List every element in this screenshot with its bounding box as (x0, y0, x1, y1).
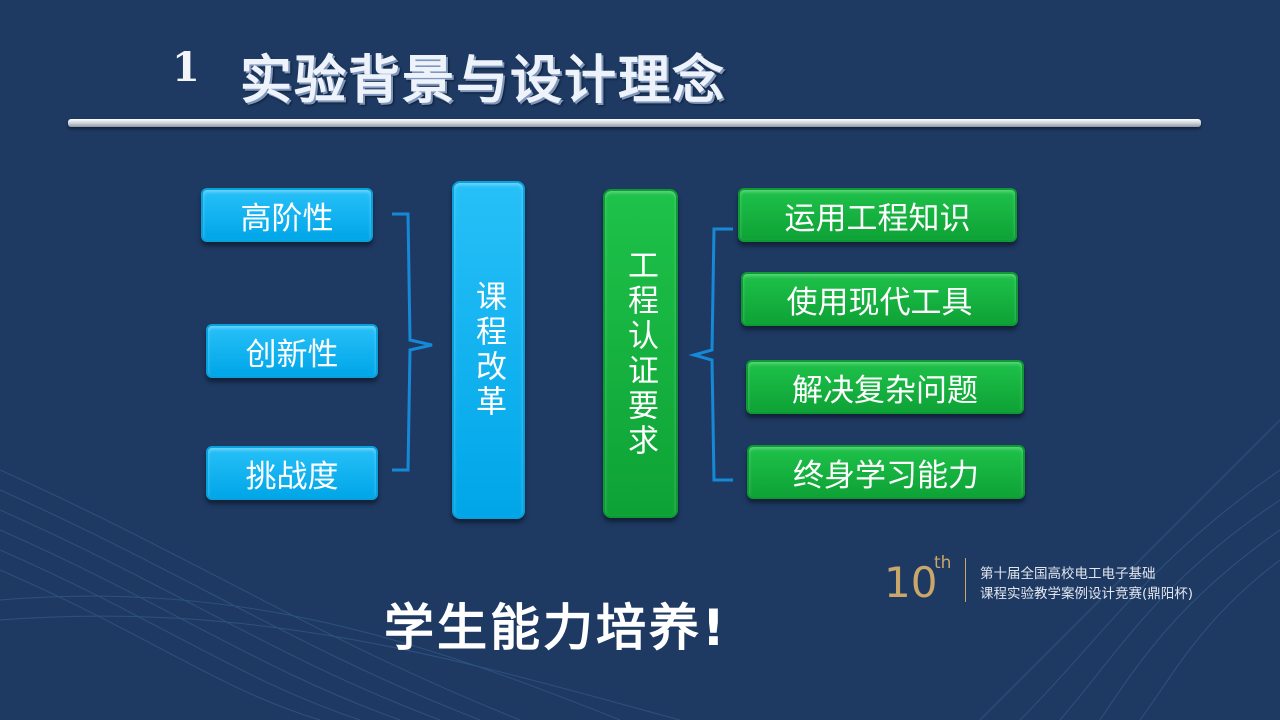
right-item-label: 使用现代工具 (786, 284, 973, 321)
left-item-label: 高阶性 (240, 200, 334, 237)
right-item-label: 终身学习能力 (793, 457, 979, 494)
course-reform-box: 课程改革 (452, 181, 525, 519)
right-item-engineering-knowledge: 运用工程知识 (738, 188, 1017, 242)
right-item-lifelong-learning: 终身学习能力 (747, 445, 1025, 499)
badge-line1: 第十届全国高校电工电子基础 (980, 566, 1156, 582)
title-divider (68, 119, 1201, 127)
engineering-certification-label: 工程认证要求 (622, 248, 658, 459)
slide-number: 1 (172, 44, 200, 91)
badge-number: 10 (884, 558, 938, 607)
slide-title: 实验背景与设计理念 (240, 51, 727, 111)
left-item-challenge: 挑战度 (206, 446, 378, 500)
badge-line2: 课程实验教学案例设计竞赛(鼎阳杯) (980, 586, 1194, 602)
left-item-label: 创新性 (245, 336, 339, 373)
tagline: 学生能力培养! (384, 599, 728, 657)
left-item-innovation: 创新性 (206, 324, 378, 378)
badge-superscript: th (934, 553, 952, 573)
badge-divider (965, 558, 966, 602)
course-reform-label: 课程改革 (470, 280, 506, 420)
right-item-complex-problems: 解决复杂问题 (746, 360, 1024, 414)
left-item-high-order: 高阶性 (201, 188, 373, 242)
engineering-certification-box: 工程认证要求 (603, 189, 678, 518)
right-item-label: 解决复杂问题 (792, 372, 978, 409)
right-item-label: 运用工程知识 (784, 200, 971, 237)
left-item-label: 挑战度 (245, 458, 339, 495)
right-item-modern-tools: 使用现代工具 (741, 272, 1018, 326)
